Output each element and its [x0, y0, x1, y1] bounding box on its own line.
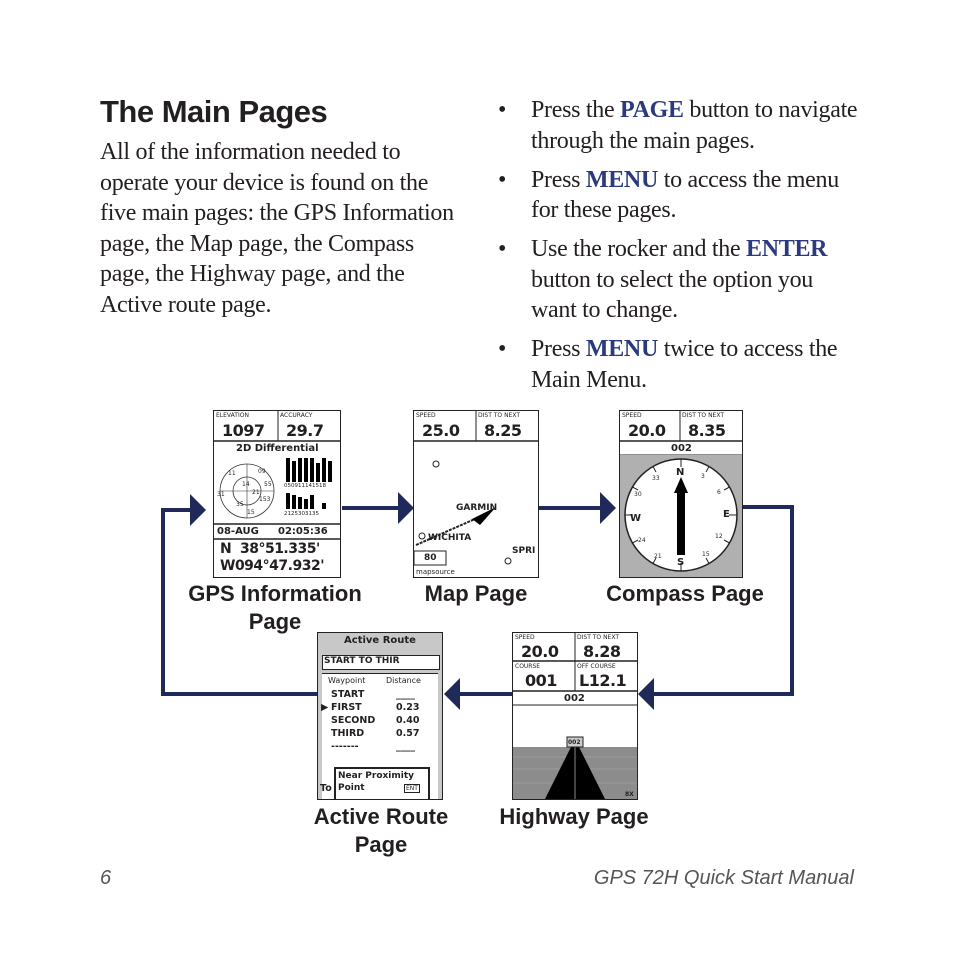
compass-graphic	[620, 411, 742, 577]
bullet-item: •Use the rocker and the ENTER button to …	[498, 236, 828, 323]
intro-paragraph: All of the information needed to operate…	[100, 139, 454, 318]
waypoint-name: 002	[671, 443, 692, 454]
map-label: GARMIN	[456, 503, 498, 513]
waypoint-name: 002	[564, 693, 585, 704]
caption-active-route: Active Route Page	[313, 804, 449, 857]
enter-icon: ENT	[404, 784, 420, 793]
bullet-item: •Press the PAGE button to navigate throu…	[498, 97, 858, 154]
off-course-value: L12.1	[579, 671, 627, 690]
bullet-item: •Press MENU to access the menu for these…	[498, 166, 839, 224]
route-waypoint: START	[331, 689, 365, 700]
distance-value: 8.28	[583, 642, 621, 661]
route-waypoint: THIRD	[331, 728, 365, 739]
route-distance: ____	[396, 741, 415, 752]
caption-compass: Compass Page	[606, 581, 764, 606]
gps-status: 2D Differential	[236, 443, 319, 454]
bullet-item: •Press MENU twice to access the Main Men…	[498, 336, 838, 393]
route-distance: ____	[396, 689, 415, 700]
elevation-value: 1097	[222, 421, 265, 440]
waypoint-column-header: Waypoint	[328, 676, 366, 685]
gps-time: 02:05:36	[278, 526, 328, 537]
caption-gps-information: GPS Information Page	[188, 581, 362, 634]
route-distance: 0.57	[396, 728, 420, 739]
speed-value: 20.0	[628, 421, 666, 440]
course-value: 001	[525, 671, 557, 690]
accuracy-value: 29.7	[286, 421, 324, 440]
route-name: START TO THIR	[324, 656, 400, 666]
enter-key: ENTER	[746, 236, 828, 262]
instruction-list: •Press the PAGE button to navigate throu…	[498, 95, 858, 404]
speed-value: 25.0	[422, 421, 460, 440]
page-key: PAGE	[620, 97, 684, 123]
menu-key: MENU	[585, 166, 658, 193]
page-title: The Main Pages	[100, 94, 328, 129]
route-waypoint: SECOND	[331, 715, 376, 726]
distance-value: 8.35	[688, 421, 726, 440]
route-title: Active Route	[344, 635, 416, 646]
caption-highway: Highway Page	[499, 804, 649, 829]
speed-value: 20.0	[521, 642, 559, 661]
highway-graphic	[513, 633, 637, 799]
zoom-level: 8X	[625, 791, 634, 798]
caption-map: Map Page	[424, 581, 528, 606]
route-distance: 0.40	[396, 715, 420, 726]
page-number: 6	[100, 867, 112, 889]
manual-title: GPS 72H Quick Start Manual	[593, 867, 854, 889]
gps-date: 08-AUG	[217, 526, 259, 537]
mapsource-logo: mapsource	[416, 568, 455, 576]
active-route-screen: Active Route START TO THIR Waypoint Dist…	[317, 632, 443, 800]
gps-screen-graphic	[214, 411, 340, 540]
gps-information-screen: ELEVATION ACCURACY 1097 29.7 2D Differen…	[213, 410, 341, 578]
map-screen: SPEED DIST TO NEXT 25.0 8.25 GARMIN WICH…	[413, 410, 539, 578]
latitude: N 38°51.335'	[220, 541, 320, 557]
proximity-popup[interactable]	[334, 767, 430, 799]
menu-key: MENU	[585, 336, 658, 362]
highway-screen: SPEED DIST TO NEXT 20.0 8.28 COURSE OFF …	[512, 632, 638, 800]
distance-value: 8.25	[484, 421, 522, 440]
distance-column-header[interactable]: Distance	[386, 676, 421, 685]
route-waypoint: -------	[331, 741, 359, 752]
waypoint-sign: 002	[568, 739, 581, 746]
longitude: W094°47.932'	[220, 558, 324, 574]
route-distance: 0.23	[396, 702, 420, 713]
route-waypoint: FIRST	[331, 702, 362, 713]
map-label: SPRI	[512, 546, 536, 556]
map-label: WICHITA	[428, 533, 472, 543]
map-scale: 80	[424, 553, 437, 563]
map-graphic	[414, 411, 538, 566]
compass-screen: SPEED DIST TO NEXT 20.0 8.35 002 N 3 6 E…	[619, 410, 743, 578]
